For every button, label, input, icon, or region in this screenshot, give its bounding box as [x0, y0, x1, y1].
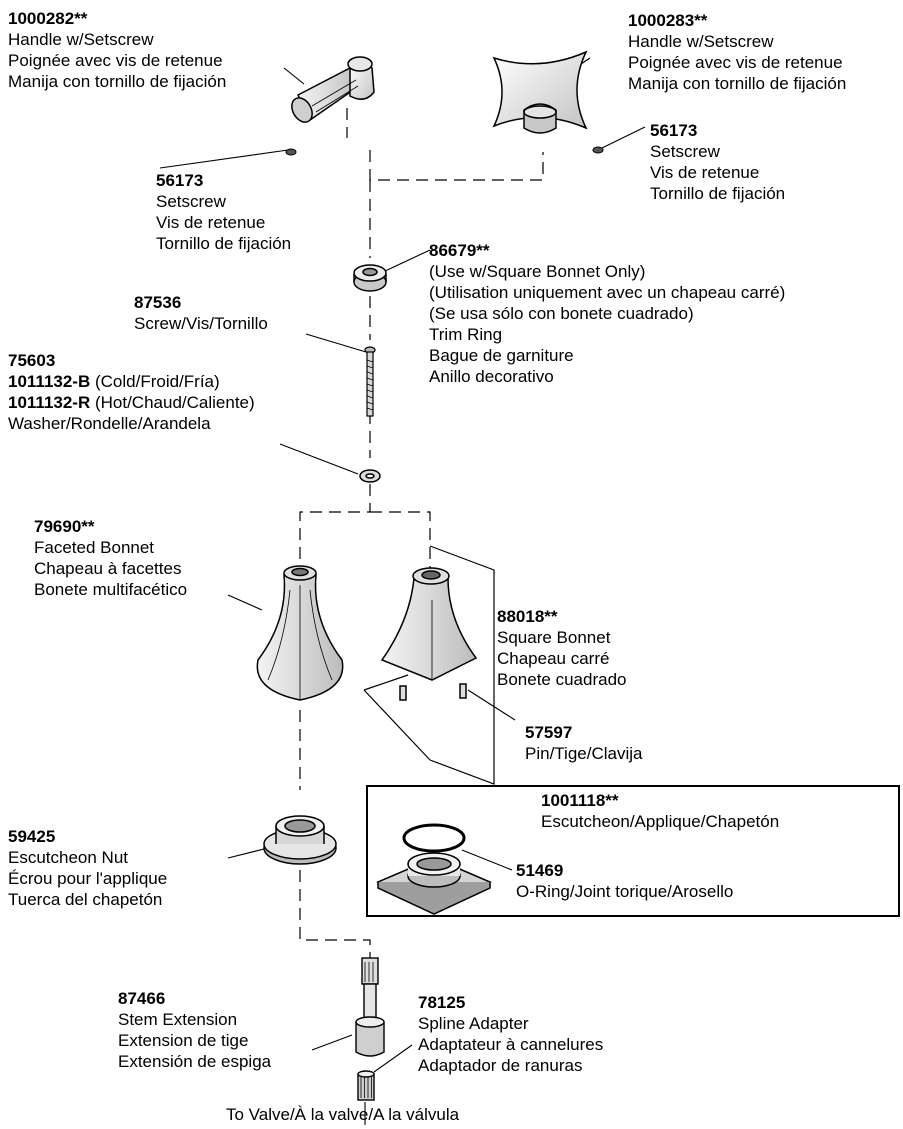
label-variant-r: 1011132-R (Hot/Chaud/Caliente)	[8, 392, 255, 413]
label-faceted-bonnet: 79690** Faceted Bonnet Chapeau à facette…	[34, 516, 187, 600]
faceted-bonnet-drawing	[256, 565, 344, 701]
setscrew-right-drawing	[592, 146, 604, 154]
label-line: Écrou pour l'applique	[8, 869, 168, 888]
part-number: 87536	[134, 293, 182, 312]
part-number: 79690**	[34, 517, 95, 536]
label-setscrew-right: 56173 Setscrew Vis de retenue Tornillo d…	[650, 120, 785, 204]
label-line: Tornillo de fijación	[650, 184, 786, 203]
label-line: Tornillo de fijación	[156, 234, 292, 253]
label-setscrew-left: 56173 Setscrew Vis de retenue Tornillo d…	[156, 170, 291, 254]
label-square-bonnet: 88018** Square Bonnet Chapeau carré Bone…	[497, 606, 627, 690]
label-line: Handle w/Setscrew	[8, 30, 154, 49]
lever-handle-drawing	[291, 56, 375, 123]
label-line: O-Ring/Joint torique/Arosello	[516, 882, 734, 901]
label-line: Trim Ring	[429, 325, 503, 344]
cross-handle-drawing	[492, 50, 588, 134]
assembly-dashed-lines	[299, 108, 544, 958]
label-washer: 75603 1011132-B (Cold/Froid/Fría) 101113…	[8, 350, 255, 434]
label-line: (Se usa sólo con bonete cuadrado)	[429, 304, 694, 323]
label-line: Adaptador de ranuras	[418, 1056, 583, 1075]
part-number: 88018**	[497, 607, 558, 626]
label-to-valve: To Valve/À la valve/A la válvula	[226, 1104, 459, 1125]
escutcheon-plate-drawing	[376, 852, 492, 915]
label-line: Vis de retenue	[650, 163, 760, 182]
part-number: 75603	[8, 351, 56, 370]
label-trim-ring: 86679** (Use w/Square Bonnet Only) (Util…	[429, 240, 785, 387]
label-line: Washer/Rondelle/Arandela	[8, 414, 211, 433]
label-line: Vis de retenue	[156, 213, 266, 232]
screw-drawing	[364, 346, 376, 417]
label-line: Escutcheon Nut	[8, 848, 129, 867]
label-line: Poignée avec vis de retenue	[628, 53, 843, 72]
label-line: Manija con tornillo de fijación	[8, 72, 227, 91]
label-line: Chapeau carré	[497, 649, 610, 668]
label-variant-b: 1011132-B (Cold/Froid/Fría)	[8, 371, 255, 392]
label-escutcheon-nut: 59425 Escutcheon Nut Écrou pour l'appliq…	[8, 826, 167, 910]
label-line: Anillo decorativo	[429, 367, 554, 386]
variant-r-text: (Hot/Chaud/Caliente)	[90, 393, 255, 412]
stem-extension-drawing	[355, 957, 385, 1057]
washer-drawing	[359, 469, 381, 483]
label-line: Setscrew	[650, 142, 720, 161]
part-number: 1001118**	[541, 791, 619, 810]
label-pin: 57597 Pin/Tige/Clavija	[525, 722, 642, 764]
label-line: Bonete cuadrado	[497, 670, 627, 689]
label-spline-adapter: 78125 Spline Adapter Adaptateur à cannel…	[418, 992, 603, 1076]
label-line: Faceted Bonnet	[34, 538, 155, 557]
label-handle-cross: 1000283** Handle w/Setscrew Poignée avec…	[628, 10, 846, 94]
label-screw: 87536 Screw/Vis/Tornillo	[134, 292, 268, 334]
leader-lines	[159, 57, 646, 1125]
label-line: Bague de garniture	[429, 346, 574, 365]
label-line: Spline Adapter	[418, 1014, 529, 1033]
label-line: Pin/Tige/Clavija	[525, 744, 643, 763]
label-line: Setscrew	[156, 192, 226, 211]
part-number: 56173	[650, 121, 698, 140]
spline-adapter-drawing	[357, 1070, 375, 1101]
part-number: 56173	[156, 171, 204, 190]
label-line: Square Bonnet	[497, 628, 611, 647]
part-number: 1000283**	[628, 11, 708, 30]
label-o-ring: 51469 O-Ring/Joint torique/Arosello	[516, 860, 733, 902]
part-number: 78125	[418, 993, 466, 1012]
label-line: Extensión de espiga	[118, 1052, 272, 1071]
label-line: Screw/Vis/Tornillo	[134, 314, 268, 333]
label-escutcheon: 1001118** Escutcheon/Applique/Chapetón	[541, 790, 779, 832]
label-stem-extension: 87466 Stem Extension Extension de tige E…	[118, 988, 271, 1072]
o-ring-drawing	[402, 823, 466, 853]
part-number: 57597	[525, 723, 573, 742]
escutcheon-nut-drawing	[263, 815, 337, 865]
square-bonnet-drawing	[363, 545, 495, 785]
part-number: 86679**	[429, 241, 490, 260]
label-line: Handle w/Setscrew	[628, 32, 774, 51]
label-line: (Utilisation uniquement avec un chapeau …	[429, 283, 786, 302]
part-number: 59425	[8, 827, 56, 846]
label-line: Tuerca del chapetón	[8, 890, 163, 909]
label-line: Chapeau à facettes	[34, 559, 182, 578]
label-line: (Use w/Square Bonnet Only)	[429, 262, 646, 281]
label-handle-lever: 1000282** Handle w/Setscrew Poignée avec…	[8, 8, 226, 92]
label-line: Manija con tornillo de fijación	[628, 74, 847, 93]
part-number: 51469	[516, 861, 564, 880]
label-line: Escutcheon/Applique/Chapetón	[541, 812, 780, 831]
escutcheon-group-box	[366, 785, 900, 917]
setscrew-left-drawing	[285, 148, 297, 156]
variant-b-number: 1011132-B	[8, 372, 91, 391]
label-line: Poignée avec vis de retenue	[8, 51, 223, 70]
label-line: Extension de tige	[118, 1031, 249, 1050]
label-line: Bonete multifacético	[34, 580, 188, 599]
part-number: 87466	[118, 989, 166, 1008]
variant-r-number: 1011132-R	[8, 393, 91, 412]
part-number: 1000282**	[8, 9, 88, 28]
label-line: Stem Extension	[118, 1010, 238, 1029]
trim-ring-drawing	[353, 264, 387, 292]
label-line: Adaptateur à cannelures	[418, 1035, 604, 1054]
variant-b-text: (Cold/Froid/Fría)	[90, 372, 220, 391]
label-line: To Valve/À la valve/A la válvula	[226, 1105, 460, 1124]
